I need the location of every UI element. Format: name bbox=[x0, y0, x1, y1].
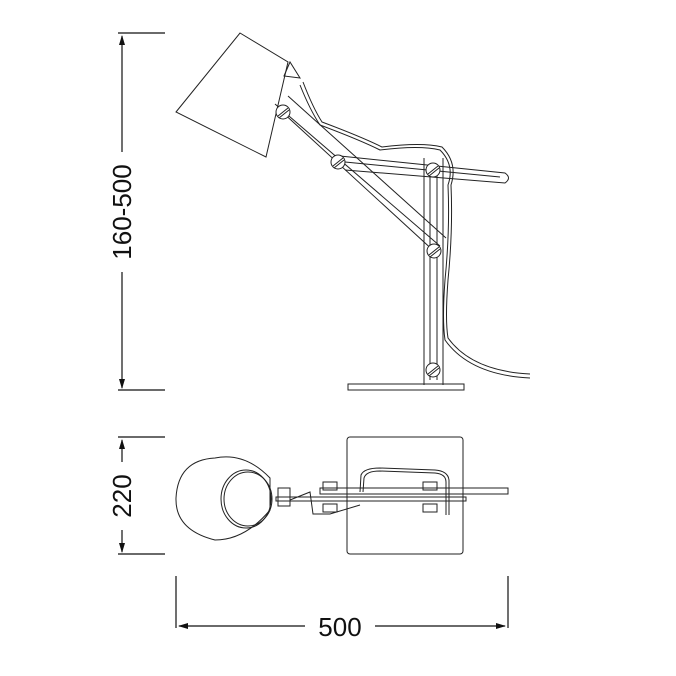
width-label: 500 bbox=[318, 612, 361, 642]
height-dimension bbox=[118, 32, 165, 391]
joint-screws-side bbox=[275, 104, 442, 378]
lamp-side-view bbox=[175, 32, 531, 391]
depth-label: 220 bbox=[107, 474, 137, 517]
height-label: 160-500 bbox=[107, 164, 137, 259]
width-dimension bbox=[175, 576, 509, 629]
lamp-top-view bbox=[175, 436, 509, 555]
depth-dimension bbox=[118, 436, 165, 555]
